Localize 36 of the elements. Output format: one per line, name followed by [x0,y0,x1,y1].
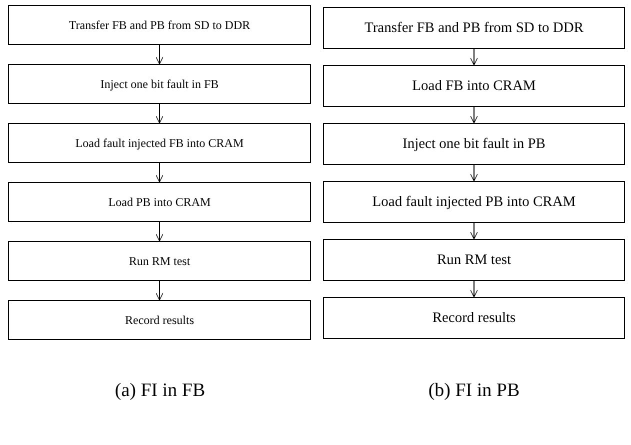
process-box [323,7,625,49]
arrow [470,222,478,240]
step-text: Transfer FB and PB from SD to DDR [364,20,584,36]
arrow [470,164,478,182]
process-box [323,297,625,339]
step-text: Run RM test [128,254,190,268]
step-text: Run RM test [436,252,512,268]
arrow [156,280,164,300]
process-box [8,182,311,222]
step-text: Inject one bit fault in FB [100,76,219,92]
process-box [8,5,311,45]
step-text: Load fault injected FB into CRAM [75,136,244,150]
arrow [156,104,164,124]
process-box [8,300,311,340]
step-text: Inject one bit fault in PB [402,136,546,152]
step-text: Record results [125,312,194,328]
process-box [8,123,311,163]
arrow [156,162,164,182]
step-text: Transfer FB and PB from SD to DDR [68,18,250,32]
process-box [323,123,625,165]
process-box [323,239,625,281]
process-box [8,64,311,104]
step-text: Load fault injected PB into CRAM [372,194,576,210]
figure-caption: (a) FI in FB [114,380,206,402]
arrow [470,280,478,298]
step-text: Load PB into CRAM [108,194,211,210]
arrow [156,222,164,242]
step-text: Load FB into CRAM [412,78,536,94]
arrow [156,44,164,64]
process-box [323,65,625,107]
arrow [470,106,478,124]
process-box [8,241,311,281]
step-text: Record results [432,310,516,326]
process-box [323,181,625,223]
arrow [470,48,478,66]
figure-caption: (b) FI in PB [427,380,521,402]
